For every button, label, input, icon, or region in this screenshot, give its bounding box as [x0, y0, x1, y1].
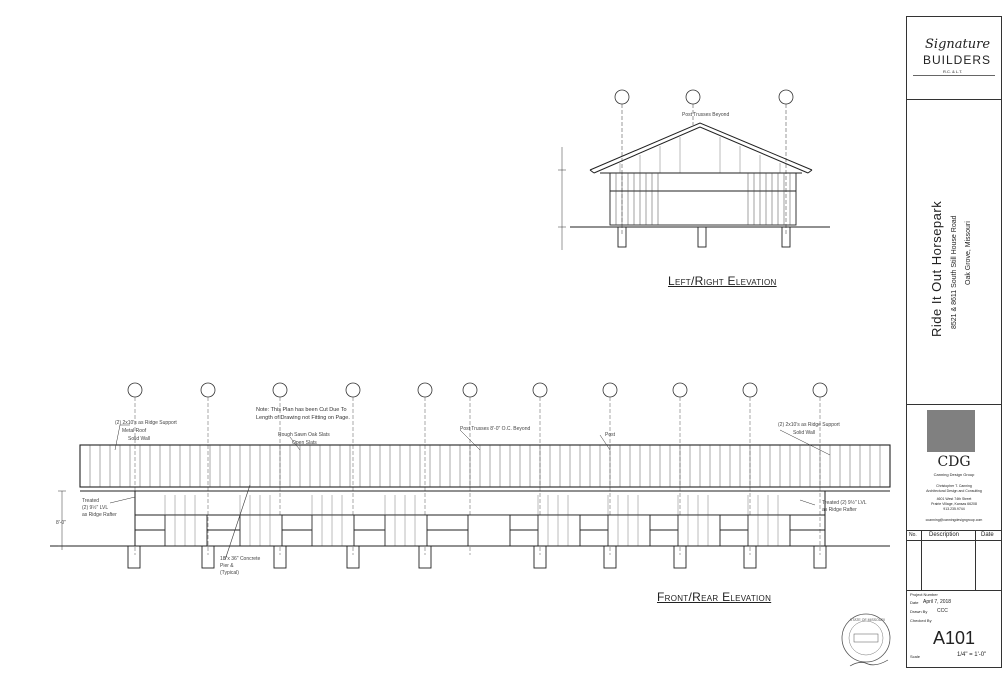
project-city: Oak Grove, Missouri	[965, 221, 972, 285]
right-ridge-support-callout: (2) 2x10's as Ridge Support	[778, 422, 840, 428]
grid-bubble	[614, 89, 630, 105]
professional-seal	[841, 613, 891, 667]
firm-logo-image	[927, 410, 975, 452]
treated-lvl-right-line-2: as Ridge Rafter	[822, 507, 857, 513]
scale-label: Scale	[910, 654, 921, 659]
firm-address-1: 4601 West 74th Street	[936, 497, 972, 501]
treated-lvl-left-callout: Treated (2) 9½" LVL as Ridge Rafter	[82, 498, 117, 519]
front-rear-elevation-drawing	[50, 382, 891, 569]
logo-sub: R.C. & L.T.	[943, 69, 963, 74]
footing-line-2: Pier &	[220, 563, 234, 569]
cut-note-line-2: Length of Drawing not Fitting on Page.	[256, 415, 350, 421]
grid-bubble	[417, 382, 433, 398]
dimension-label: 8'-0"	[56, 520, 66, 526]
left-right-elevation-title: Left/Right Elevation	[668, 274, 777, 288]
grid-bubble	[532, 382, 548, 398]
treated-lvl-left-line-2: (2) 9½" LVL	[82, 505, 109, 511]
grid-bubble	[200, 382, 216, 398]
scale-value: 1/4" = 1'-0"	[957, 652, 987, 658]
cut-note: Note: This Plan has been Cut Due To Leng…	[256, 406, 350, 422]
firm-abbrev: CDG	[937, 454, 971, 470]
rev-header-no: No.	[909, 532, 917, 538]
grid-bubble	[685, 89, 701, 105]
solid-wall-callout: Solid Wall	[128, 436, 151, 442]
footing-callout: 18"x 36" Concrete Pier & (Typical)	[220, 556, 260, 577]
project-number-label: Project Number	[910, 592, 938, 597]
rev-header-desc: Description	[929, 532, 960, 538]
title-block: Signature BUILDERS R.C. & L.T. Ride It O…	[906, 16, 1002, 668]
grid-bubble	[345, 382, 361, 398]
grid-bubble	[462, 382, 478, 398]
rough-sawn-callout: Rough Sawn Oak Slats	[278, 432, 330, 438]
firm-service: Architectural Design and Consulting	[926, 489, 982, 493]
rev-header-date: Date	[981, 532, 994, 538]
grid-bubble	[127, 382, 143, 398]
grid-bubble	[672, 382, 688, 398]
left-right-elevation-drawing	[558, 89, 830, 250]
ridge-support-callout: (2) 2x10's as Ridge Support	[115, 420, 177, 426]
footing-line-3: (Typical)	[220, 570, 239, 576]
firm-phone: 913.235.9744	[943, 507, 965, 511]
grid-bubble	[812, 382, 828, 398]
logo-main: BUILDERS	[923, 53, 992, 67]
date-value: April 7, 2018	[923, 599, 952, 605]
footing-line-1: 18"x 36" Concrete	[220, 556, 261, 562]
drawn-by-label: Drawn By	[910, 609, 928, 614]
firm-name: Canning Design Group	[933, 472, 975, 477]
project-address: 8521 & 8611 South Still House Road	[951, 215, 958, 329]
firm-block: CDG Canning Design Group Christopher T. …	[907, 404, 1001, 531]
revision-table: No. Description Date	[907, 530, 1001, 591]
sheet-number: A101	[932, 628, 976, 648]
treated-lvl-left-line-1: Treated	[82, 498, 100, 504]
sheet-info: Project Number Date April 7, 2018 Drawn …	[907, 590, 1001, 666]
cut-note-line-1: Note: This Plan has been Cut Due To	[256, 407, 347, 413]
truss-callout: Post Trusses 8'-0" O.C. Beyond	[460, 426, 531, 432]
project-name: Ride It Out Horsepark	[929, 200, 944, 337]
builder-logo: Signature BUILDERS R.C. & L.T.	[907, 17, 1001, 100]
checked-by-label: Checked By	[910, 618, 932, 623]
open-slats-callout: Open Slats	[292, 440, 317, 446]
treated-lvl-left-line-3: as Ridge Rafter	[82, 512, 117, 518]
treated-lvl-right-line-1: Treated (2) 9½" LVL	[822, 500, 867, 506]
truss-label: Post Trusses Beyond	[682, 112, 730, 118]
metal-roof-callout: Metal Roof	[122, 428, 147, 434]
seal-text: STATE OF MISSOURI	[850, 618, 885, 622]
grid-bubble	[778, 89, 794, 105]
right-solid-wall-callout: Solid Wall	[793, 430, 816, 436]
firm-address-2: Prairie Village, Kansas 66208	[931, 502, 977, 506]
grid-bubble	[602, 382, 618, 398]
firm-email: ccanning@canningdesigngroup.com	[925, 518, 983, 522]
front-rear-elevation-title: Front/Rear Elevation	[657, 590, 772, 604]
post-callout: Post	[605, 432, 616, 438]
grid-bubble	[742, 382, 758, 398]
project-info: Ride It Out Horsepark 8521 & 8611 South …	[907, 99, 1001, 405]
treated-lvl-right-callout: Treated (2) 9½" LVL as Ridge Rafter	[822, 500, 867, 514]
drawn-by-value: CCC	[937, 608, 948, 614]
logo-script: Signature	[925, 37, 991, 52]
firm-person: Christopher T. Canning	[936, 484, 972, 488]
grid-bubble	[272, 382, 288, 398]
date-label: Date	[910, 600, 919, 605]
